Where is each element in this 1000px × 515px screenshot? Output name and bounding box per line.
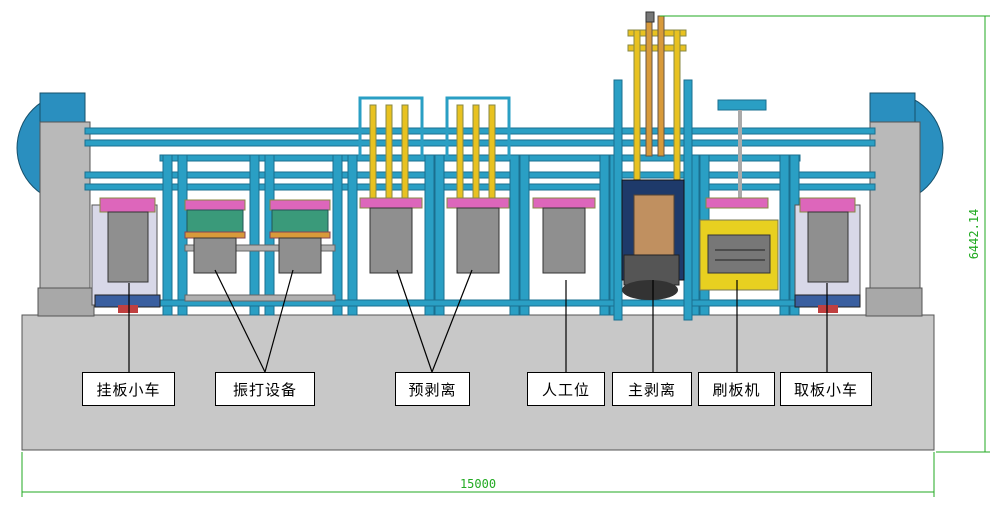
height-dimension: 6442.14 bbox=[967, 209, 981, 260]
width-dimension: 15000 bbox=[460, 477, 496, 491]
label-vibrator: 振打设备 bbox=[215, 372, 315, 406]
label-main-strip: 主剥离 bbox=[612, 372, 692, 406]
label-manual: 人工位 bbox=[527, 372, 605, 406]
manual-station bbox=[532, 197, 596, 274]
label-hang-cart: 挂板小车 bbox=[82, 372, 175, 406]
brush-machine bbox=[699, 99, 779, 291]
label-take-cart: 取板小车 bbox=[780, 372, 872, 406]
left-tower bbox=[39, 121, 91, 291]
right-tower bbox=[869, 121, 921, 291]
hang-cart bbox=[91, 197, 161, 313]
label-pre-strip: 预剥离 bbox=[395, 372, 470, 406]
vibrator-2 bbox=[269, 199, 331, 274]
vibrator-1 bbox=[184, 199, 246, 274]
main-strip-tower bbox=[613, 11, 693, 321]
pre-strip-1 bbox=[358, 96, 424, 274]
label-brush: 刷板机 bbox=[698, 372, 775, 406]
pre-strip-2 bbox=[445, 96, 511, 274]
